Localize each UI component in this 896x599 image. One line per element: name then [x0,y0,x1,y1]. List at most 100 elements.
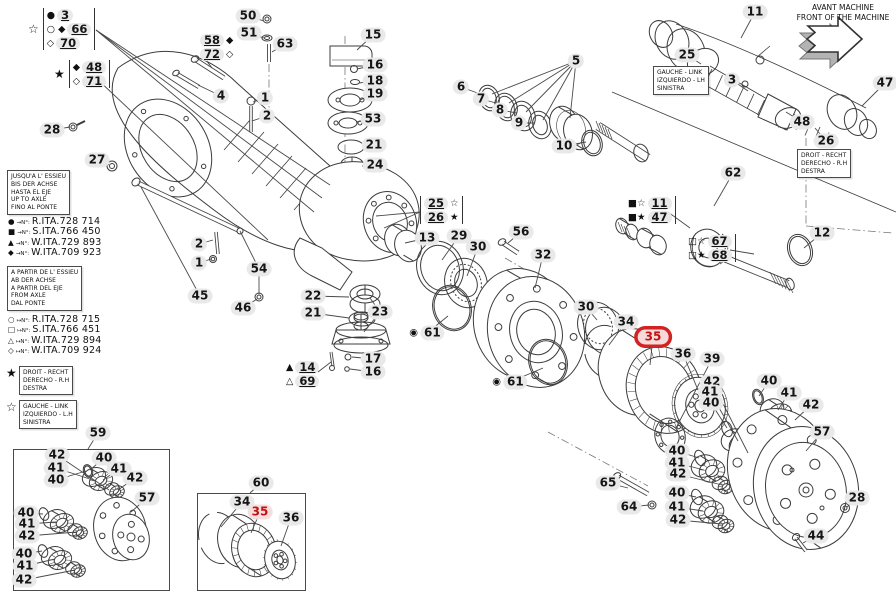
callout-40[interactable]: 40 [11,546,37,562]
callout-26[interactable]: 26 [813,133,839,149]
callout-15[interactable]: 15 [360,27,386,43]
callout-4[interactable]: 4 [212,88,230,104]
callout-54[interactable]: 54 [246,261,272,277]
callout-21[interactable]: 21 [300,305,326,321]
callout-42[interactable]: 42 [665,466,691,482]
callout-57[interactable]: 57 [134,490,160,506]
callout-18[interactable]: 18 [362,73,388,89]
callout-34[interactable]: 34 [229,494,255,510]
callout-62[interactable]: 62 [720,165,746,181]
callout-24[interactable]: 24 [362,157,388,173]
callout-3[interactable]: 3 [723,72,741,88]
group-row-26[interactable]: 26★ [424,210,459,224]
callout-11[interactable]: 11 [742,4,768,20]
callout-40[interactable]: 40 [43,472,69,488]
callout-27[interactable]: 27 [84,152,110,168]
callout-57[interactable]: 57 [809,424,835,440]
callout-59[interactable]: 59 [85,425,111,441]
callout-7[interactable]: 7 [472,91,490,107]
group-row-48[interactable]: ◆48 [73,60,107,74]
callout-17[interactable]: 17 [360,351,386,367]
callout-63[interactable]: 63 [272,36,298,52]
callout-36[interactable]: 36 [670,346,696,362]
group-row-69[interactable]: △69 [286,374,320,388]
callout-30[interactable]: 30 [573,299,599,315]
callout-64[interactable]: 64 [616,499,642,515]
callout-35[interactable]: 35 [637,329,669,345]
callout-22[interactable]: 22 [300,288,326,304]
callout-6[interactable]: 6 [452,79,470,95]
callout-61[interactable]: ◉61 [492,374,528,390]
callout-group-67-68[interactable]: □☆67□★68 [688,234,736,262]
callout-10[interactable]: 10 [551,138,577,154]
group-row-68[interactable]: □★68 [688,248,732,262]
callout-40[interactable]: 40 [756,373,782,389]
callout-1[interactable]: 1 [256,90,274,106]
callout-23[interactable]: 23 [367,304,393,320]
callout-56[interactable]: 56 [508,224,534,240]
callout-21[interactable]: 21 [361,137,387,153]
callout-34[interactable]: 34 [613,314,639,330]
callout-46[interactable]: 46 [230,300,256,316]
callout-41[interactable]: 41 [14,516,40,532]
callout-25[interactable]: 25 [674,47,700,63]
callout-28[interactable]: 28 [39,122,65,138]
callout-48[interactable]: 48 [789,114,815,130]
callout-29[interactable]: 29 [446,228,472,244]
group-row-47[interactable]: ■★47 [628,210,672,224]
callout-42[interactable]: 42 [798,397,824,413]
callout-53[interactable]: 53 [360,111,386,127]
callout-42[interactable]: 42 [122,470,148,486]
callout-9[interactable]: 9 [510,115,528,131]
callout-12[interactable]: 12 [809,225,835,241]
callout-51[interactable]: 51 [236,25,262,41]
callout-group-11-47[interactable]: ■☆11■★47 [628,196,676,224]
group-row-66[interactable]: ○ ◆66 [47,22,92,36]
callout-40[interactable]: 40 [664,485,690,501]
group-row-11[interactable]: ■☆11 [628,196,672,210]
callout-39[interactable]: 39 [699,351,725,367]
callout-28[interactable]: 28 [844,490,870,506]
callout-47[interactable]: 47 [872,75,896,91]
callout-41[interactable]: 41 [664,499,690,515]
callout-group-58-72[interactable]: 58◆72◇ [200,33,233,61]
callout-group-3-66-70[interactable]: ☆●3○ ◆66◇70 [28,8,96,50]
callout-41[interactable]: 41 [43,460,69,476]
callout-50[interactable]: 50 [235,8,261,24]
callout-40[interactable]: 40 [698,395,724,411]
group-row-72[interactable]: 72◇ [200,47,233,61]
callout-group-25-26[interactable]: 25☆26★ [420,196,463,224]
callout-16[interactable]: 16 [360,364,386,380]
callout-group-48-71[interactable]: ★◆48◇71 [54,60,111,88]
callout-40[interactable]: 40 [664,443,690,459]
callout-19[interactable]: 19 [362,86,388,102]
callout-5[interactable]: 5 [567,53,585,69]
callout-60[interactable]: 60 [248,475,274,491]
callout-42[interactable]: 42 [14,528,40,544]
callout-42[interactable]: 42 [44,447,70,463]
callout-44[interactable]: 44 [803,528,829,544]
callout-45[interactable]: 45 [187,288,213,304]
group-row-70[interactable]: ◇70 [47,36,92,50]
callout-13[interactable]: 13 [414,230,440,246]
group-row-71[interactable]: ◇71 [73,74,107,88]
callout-36[interactable]: 36 [278,510,304,526]
callout-group-14-69[interactable]: ▲14△69 [286,360,320,388]
callout-16[interactable]: 16 [362,57,388,73]
callout-61[interactable]: ◉61 [409,325,445,341]
callout-2[interactable]: 2 [258,108,276,124]
callout-42[interactable]: 42 [11,572,37,588]
callout-8[interactable]: 8 [491,102,509,118]
callout-41[interactable]: 41 [12,558,38,574]
callout-41[interactable]: 41 [776,385,802,401]
callout-32[interactable]: 32 [530,247,556,263]
group-row-14[interactable]: ▲14 [286,360,320,374]
group-row-25[interactable]: 25☆ [424,196,459,210]
callout-42[interactable]: 42 [665,512,691,528]
callout-30[interactable]: 30 [465,239,491,255]
callout-2[interactable]: 2 [190,236,208,252]
group-row-67[interactable]: □☆67 [688,234,732,248]
group-row-3[interactable]: ●3 [47,8,92,22]
callout-65[interactable]: 65 [595,475,621,491]
group-row-58[interactable]: 58◆ [200,33,233,47]
